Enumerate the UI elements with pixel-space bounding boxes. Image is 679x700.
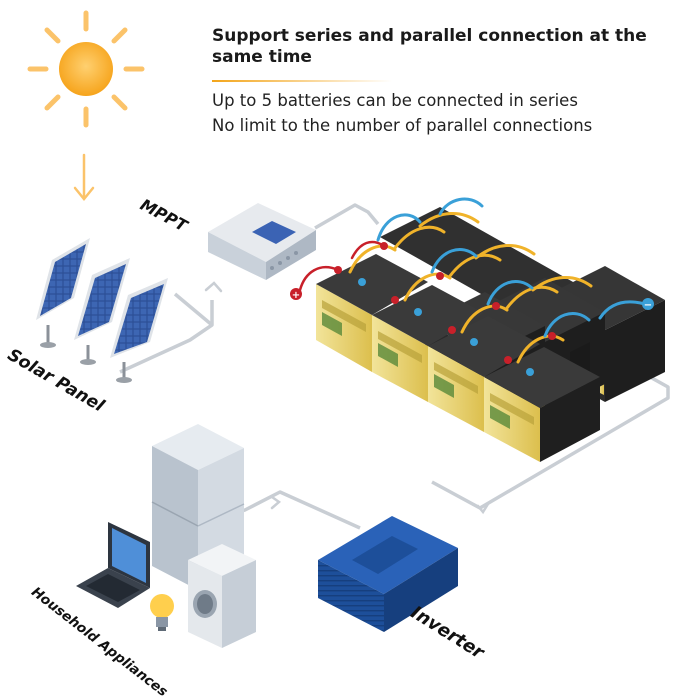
mppt-controller-icon xyxy=(208,203,316,280)
system-diagram: + − xyxy=(27,10,670,648)
wire-arrows xyxy=(204,281,490,515)
sun-icon xyxy=(27,10,145,128)
positive-terminal-icon: + xyxy=(290,288,302,301)
positive-sign: + xyxy=(292,290,300,301)
parallel-limit-text: No limit to the number of parallel conne… xyxy=(212,116,593,135)
series-limit-text: Up to 5 batteries can be connected in se… xyxy=(212,91,578,110)
laptop-icon xyxy=(76,522,150,608)
title-underline xyxy=(212,80,392,82)
negative-terminal-icon: − xyxy=(642,298,654,311)
inverter-icon xyxy=(318,516,458,632)
light-bulb-icon xyxy=(150,594,174,631)
solar-panel-icon xyxy=(36,238,168,383)
negative-sign: − xyxy=(644,300,652,311)
sunlight-arrow-icon xyxy=(73,153,95,201)
page-title: Support series and parallel connection a… xyxy=(212,26,647,67)
battery-bank xyxy=(298,197,665,462)
washing-machine-icon xyxy=(188,544,256,648)
